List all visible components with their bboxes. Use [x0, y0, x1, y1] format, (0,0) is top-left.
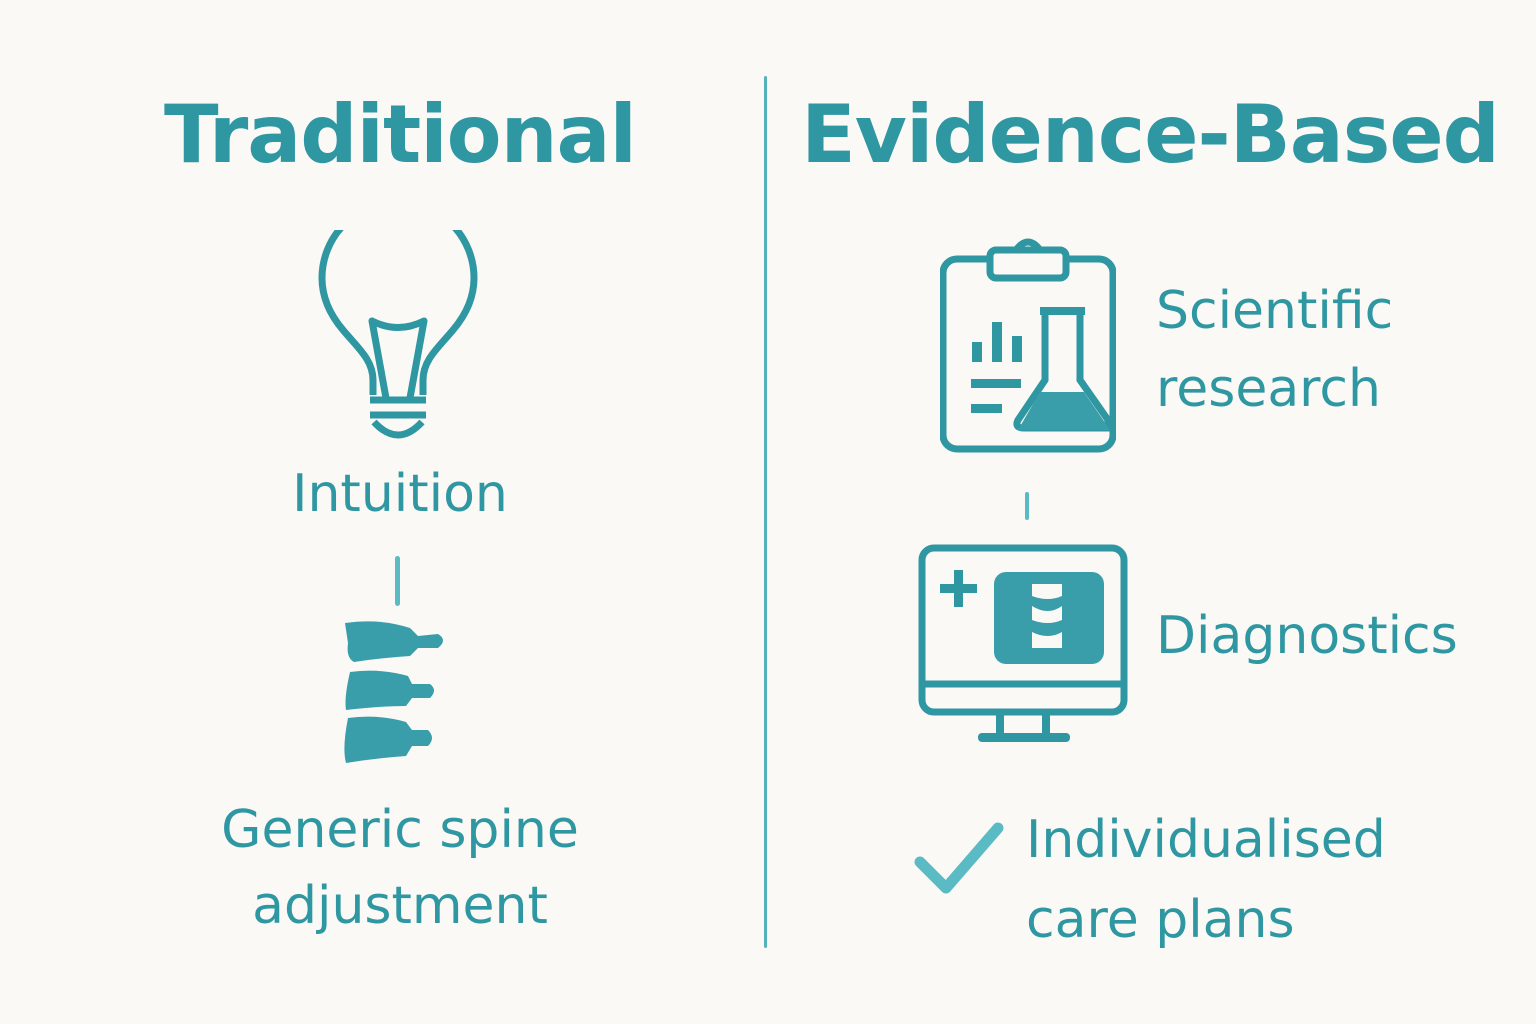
- label-line: Individualised: [1026, 810, 1386, 870]
- clipboard-research-icon: [940, 232, 1116, 454]
- label-line: adjustment: [252, 876, 548, 936]
- monitor-diagnostics-icon: [918, 544, 1128, 744]
- column-divider: [764, 76, 767, 948]
- label-line: Generic spine: [221, 800, 579, 860]
- label-line: research: [1156, 359, 1381, 419]
- connector-line: [395, 556, 400, 606]
- evidence-based-heading: Evidence-Based: [801, 88, 1500, 181]
- spine-icon: [340, 618, 450, 768]
- traditional-heading: Traditional: [164, 88, 637, 181]
- individualised-care-plans-label: Individualised care plans: [1026, 800, 1386, 960]
- lightbulb-icon: [318, 230, 478, 445]
- label-line: care plans: [1026, 890, 1295, 950]
- scientific-research-label: Scientific research: [1156, 272, 1393, 428]
- generic-spine-adjustment-label: Generic spine adjustment: [0, 792, 800, 944]
- intuition-label: Intuition: [292, 464, 508, 524]
- checkmark-icon: [912, 820, 1004, 896]
- label-line: Scientific: [1156, 281, 1394, 341]
- connector-line: [1025, 492, 1029, 520]
- diagnostics-label: Diagnostics: [1156, 606, 1458, 666]
